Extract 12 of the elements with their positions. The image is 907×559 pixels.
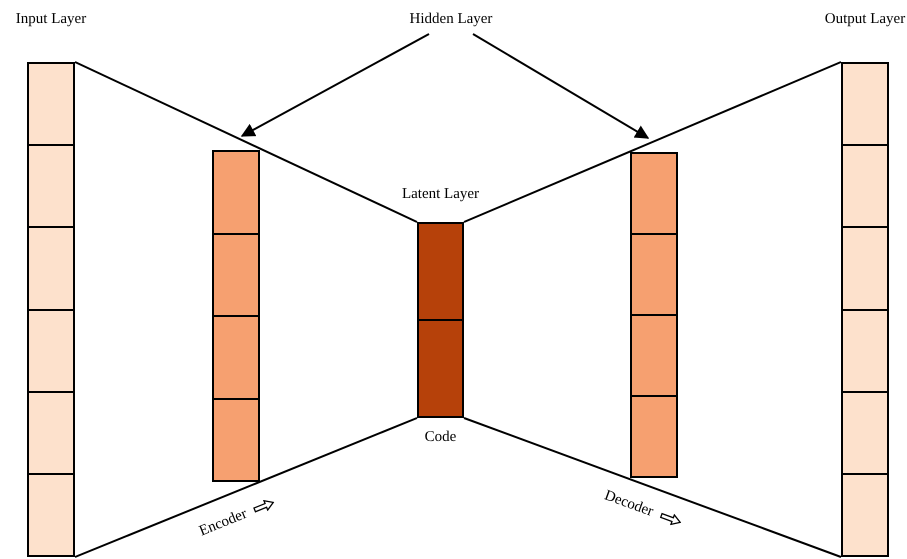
layer-title: Latent Layer: [400, 185, 480, 204]
layer-title: Output Layer: [824, 10, 906, 29]
layer-title: Hidden Layer: [391, 8, 511, 30]
funnel-line: [464, 61, 842, 223]
code-label: Code: [424, 428, 458, 447]
funnel-line: [74, 61, 418, 223]
layer-title: Input Layer: [14, 10, 88, 29]
arrow: [472, 33, 650, 139]
arrow: [240, 33, 430, 137]
funnel-line: [464, 417, 842, 558]
funnel-line: [74, 417, 418, 558]
phase-label: Encoder: [196, 504, 250, 542]
